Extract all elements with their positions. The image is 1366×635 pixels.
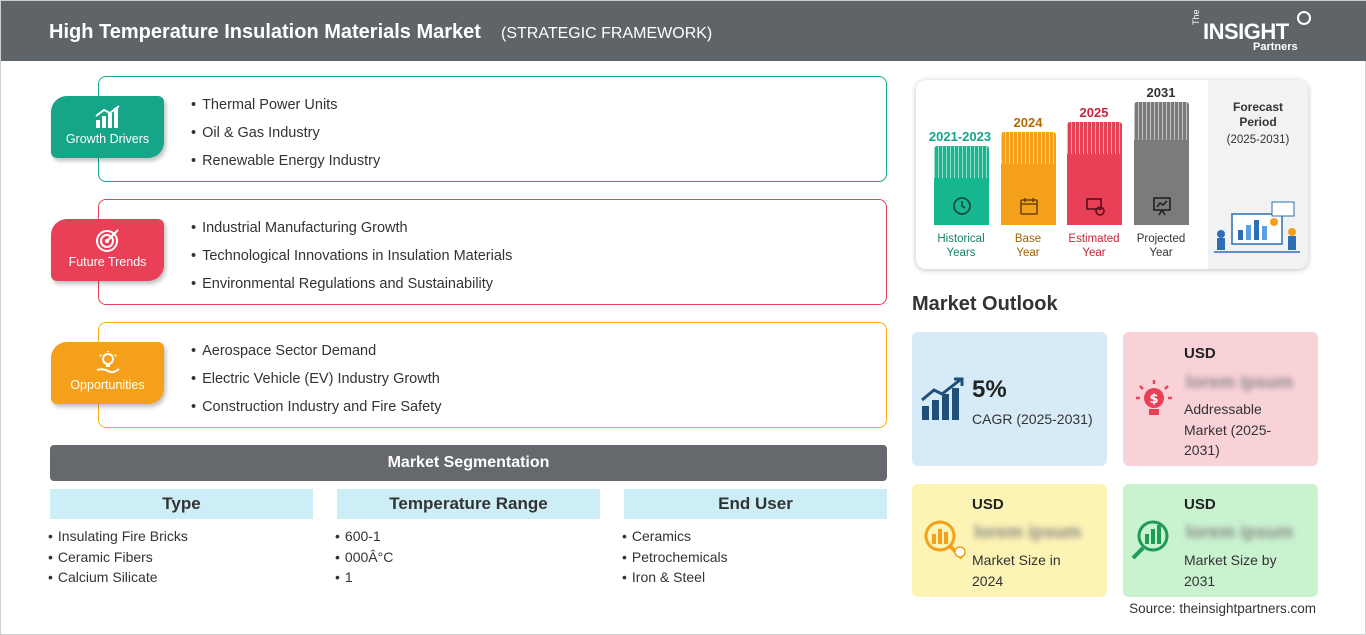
segment-heading-end-user: End User (624, 489, 887, 519)
forecast-period: (2025-2031) (1226, 134, 1290, 146)
size-2031-label: Market Size by 2031 (1184, 552, 1277, 589)
history-clock-icon (953, 197, 971, 215)
segment-list-end-user: Ceramics Petrochemicals Iron & Steel (622, 526, 728, 588)
historical-label-line1: Historical (937, 233, 985, 245)
projected-year: 2031 (1146, 85, 1176, 100)
segment-heading-temperature-range: Temperature Range (337, 489, 600, 519)
list-item: Thermal Power Units (191, 91, 380, 119)
base-year: 2024 (1013, 115, 1043, 130)
size-2024-currency: USD (972, 496, 1004, 513)
opportunities-tag: Opportunities (51, 342, 164, 404)
dollar-bulb-icon: $ (1136, 380, 1172, 415)
future-trends-card: Industrial Manufacturing Growth Technolo… (98, 199, 887, 305)
opportunities-label: Opportunities (70, 378, 145, 392)
growth-drivers-list: Thermal Power Units Oil & Gas Industry R… (191, 91, 380, 175)
logo-ring-icon (1297, 11, 1311, 25)
segment-heading-type: Type (50, 489, 313, 519)
page-subtitle: (STRATEGIC FRAMEWORK) (501, 25, 713, 42)
estimated-bar (1067, 122, 1122, 225)
projected-label-line1: Projected (1136, 233, 1186, 245)
opportunities-card: Aerospace Sector Demand Electric Vehicle… (98, 322, 887, 428)
forecast-title: Forecast Period (1232, 100, 1284, 129)
insight-partners-logo[interactable]: The INSIGHT Partners (1191, 9, 1311, 55)
analyst-dashboard-illustration (1214, 201, 1300, 253)
market-size-2024-tile: USD lorem ipsum Market Size in 2024 (912, 484, 1107, 597)
target-icon (95, 229, 119, 252)
segment-list-type: Insulating Fire Bricks Ceramic Fibers Ca… (48, 526, 188, 588)
list-item: 000Â°C (335, 547, 393, 568)
opportunities-list: Aerospace Sector Demand Electric Vehicle… (191, 337, 441, 421)
future-trends-list: Industrial Manufacturing Growth Technolo… (191, 214, 512, 298)
projected-label-line2: Year (1149, 247, 1173, 259)
market-segmentation-bar: Market Segmentation (50, 445, 887, 481)
estimated-year: 2025 (1079, 105, 1109, 120)
cagr-label: CAGR (2025-2031) (972, 411, 1093, 427)
future-trends-tag: Future Trends (51, 219, 164, 281)
market-size-2031-tile: USD lorem ipsum Market Size by 2031 (1123, 484, 1318, 597)
estimate-gear-icon (1086, 198, 1105, 216)
list-item: Ceramic Fibers (48, 547, 188, 568)
magnifier-chart-icon (924, 520, 966, 560)
segment-list-temperature-range: 600-1 000Â°C 1 (335, 526, 393, 588)
list-item: Insulating Fire Bricks (48, 526, 188, 547)
historical-label-line2: Years (946, 247, 976, 259)
addressable-market-tile: $ USD lorem ipsum Addressable Market (20… (1123, 332, 1318, 466)
growth-drivers-tag: Growth Drivers (51, 96, 164, 158)
growth-drivers-label: Growth Drivers (65, 132, 150, 146)
size-2024-value: lorem ipsum (974, 522, 1082, 542)
base-label-line1: Base (1014, 233, 1042, 245)
svg-text:$: $ (1149, 392, 1158, 407)
historical-bar (934, 146, 989, 225)
growth-bar-arrow-icon (921, 377, 964, 420)
list-item: Oil & Gas Industry (191, 119, 380, 147)
logo-the-text: The (1191, 9, 1201, 25)
projected-bar (1134, 102, 1189, 225)
addressable-currency: USD (1184, 345, 1216, 362)
list-item: Environmental Regulations and Sustainabi… (191, 270, 512, 298)
logo-partners-text: Partners (1253, 41, 1298, 53)
list-item: Construction Industry and Fire Safety (191, 393, 441, 421)
future-trends-label: Future Trends (68, 255, 147, 269)
cagr-tile: 5% CAGR (2025-2031) (912, 332, 1107, 466)
list-item: 600-1 (335, 526, 393, 547)
cagr-value: 5% (972, 376, 1007, 403)
size-2031-currency: USD (1184, 496, 1216, 513)
historical-year: 2021-2023 (928, 129, 992, 144)
estimated-label-line1: Estimated (1068, 233, 1120, 245)
growth-drivers-card: Thermal Power Units Oil & Gas Industry R… (98, 76, 887, 182)
list-item: 1 (335, 567, 393, 588)
source-text: Source: theinsightpartners.com (1129, 601, 1316, 616)
calendar-icon (1020, 198, 1038, 215)
growth-chart-icon (94, 105, 120, 128)
logo-main-text: INSIGHT (1203, 19, 1289, 44)
list-item: Electric Vehicle (EV) Industry Growth (191, 365, 441, 393)
lightbulb-hand-icon (96, 351, 120, 374)
list-item: Renewable Energy Industry (191, 147, 380, 175)
addressable-value: lorem ipsum (1186, 372, 1294, 392)
addressable-label: Addressable Market (2025-2031) (1184, 401, 1272, 458)
market-outlook-title: Market Outlook (912, 293, 1058, 315)
base-label-line2: Year (1016, 247, 1040, 259)
list-item: Ceramics (622, 526, 728, 547)
list-item: Calcium Silicate (48, 567, 188, 588)
list-item: Technological Innovations in Insulation … (191, 242, 512, 270)
list-item: Petrochemicals (622, 547, 728, 568)
projection-board-icon (1153, 197, 1171, 216)
list-item: Industrial Manufacturing Growth (191, 214, 512, 242)
estimated-label-line2: Year (1082, 247, 1106, 259)
list-item: Aerospace Sector Demand (191, 337, 441, 365)
magnifier-growth-icon (1131, 520, 1169, 560)
size-2031-value: lorem ipsum (1186, 522, 1294, 542)
base-bar (1001, 132, 1056, 225)
size-2024-label: Market Size in 2024 (972, 552, 1061, 589)
page-title: High Temperature Insulation Materials Ma… (49, 21, 481, 43)
list-item: Iron & Steel (622, 567, 728, 588)
header-bar: High Temperature Insulation Materials Ma… (1, 1, 1366, 61)
